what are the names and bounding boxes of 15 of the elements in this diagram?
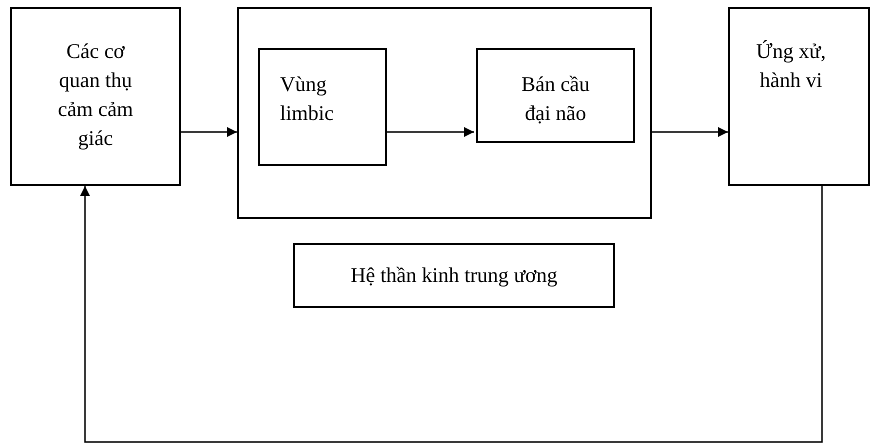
process-box: [293, 243, 615, 308]
arrow: [181, 127, 237, 137]
box-label: Bán cầu đại não: [520, 71, 591, 127]
box-label: Các cơ quan thụ cảm cảm giác: [56, 38, 134, 152]
process-box: [258, 48, 387, 166]
arrow: [652, 127, 728, 137]
arrow: [385, 127, 474, 137]
process-box: [728, 7, 870, 186]
group-box: [237, 7, 652, 219]
box-label: Ứng xử, hành vi: [755, 38, 827, 94]
process-box: [10, 7, 181, 186]
process-box: [476, 48, 635, 143]
box-label: Hệ thần kinh trung ương: [350, 262, 558, 289]
arrow: [80, 186, 823, 443]
box-label: Vùng limbic: [280, 71, 335, 127]
